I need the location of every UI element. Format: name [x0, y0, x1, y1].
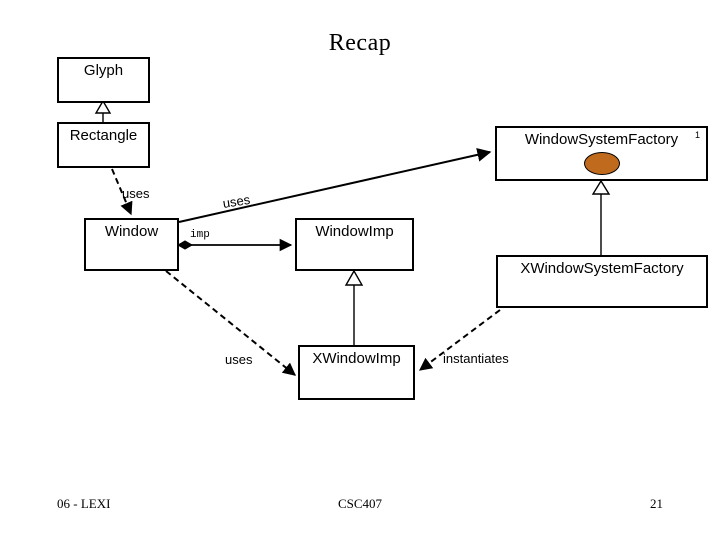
- edge-label-instantiates: instantiates: [443, 351, 509, 366]
- generalization-rectangle-to-glyph: [94, 99, 112, 122]
- class-box-rectangle-label: Rectangle: [69, 127, 138, 144]
- footer-center-text: CSC407: [337, 496, 383, 511]
- dependency-rectangle-uses-window: [111, 168, 133, 216]
- dependency-window-uses-factory: [178, 147, 492, 223]
- association-window-imp-windowimp: [176, 238, 293, 252]
- page-title: Recap: [328, 30, 392, 56]
- class-box-window-system-factory-label: WindowSystemFactory: [524, 131, 679, 148]
- class-box-window-imp[interactable]: WindowImp: [295, 218, 414, 271]
- class-box-window-imp-label: WindowImp: [315, 223, 394, 240]
- generalization-ximp-to-windowimp: [344, 269, 364, 345]
- edge-label-uses-window-ximp: uses: [225, 352, 253, 367]
- dependency-window-uses-ximp: [165, 270, 297, 376]
- class-box-glyph[interactable]: Glyph: [57, 57, 150, 103]
- class-box-glyph-label: Glyph: [83, 62, 124, 79]
- singleton-ellipse-icon: [583, 152, 620, 175]
- class-box-x-window-system-factory-label: XWindowSystemFactory: [520, 260, 684, 277]
- dependency-xfactory-instantiates-ximp: [418, 309, 501, 371]
- generalization-xfactory-to-factory: [591, 179, 611, 255]
- class-box-x-window-imp-label: XWindowImp: [312, 350, 401, 367]
- footer-left-text: 06 - LEXI: [57, 496, 111, 511]
- multiplicity-badge: 1: [694, 130, 700, 140]
- class-box-window[interactable]: Window: [84, 218, 179, 271]
- class-box-rectangle[interactable]: Rectangle: [57, 122, 150, 168]
- class-box-x-window-imp[interactable]: XWindowImp: [298, 345, 415, 400]
- footer-page-number: 21: [650, 496, 663, 511]
- edge-label-imp: imp: [190, 229, 210, 241]
- class-box-window-system-factory[interactable]: WindowSystemFactory 1: [495, 126, 708, 181]
- class-box-x-window-system-factory[interactable]: XWindowSystemFactory: [496, 255, 708, 308]
- class-box-window-label: Window: [104, 223, 159, 240]
- edge-label-uses-rectangle-window: uses: [122, 186, 150, 201]
